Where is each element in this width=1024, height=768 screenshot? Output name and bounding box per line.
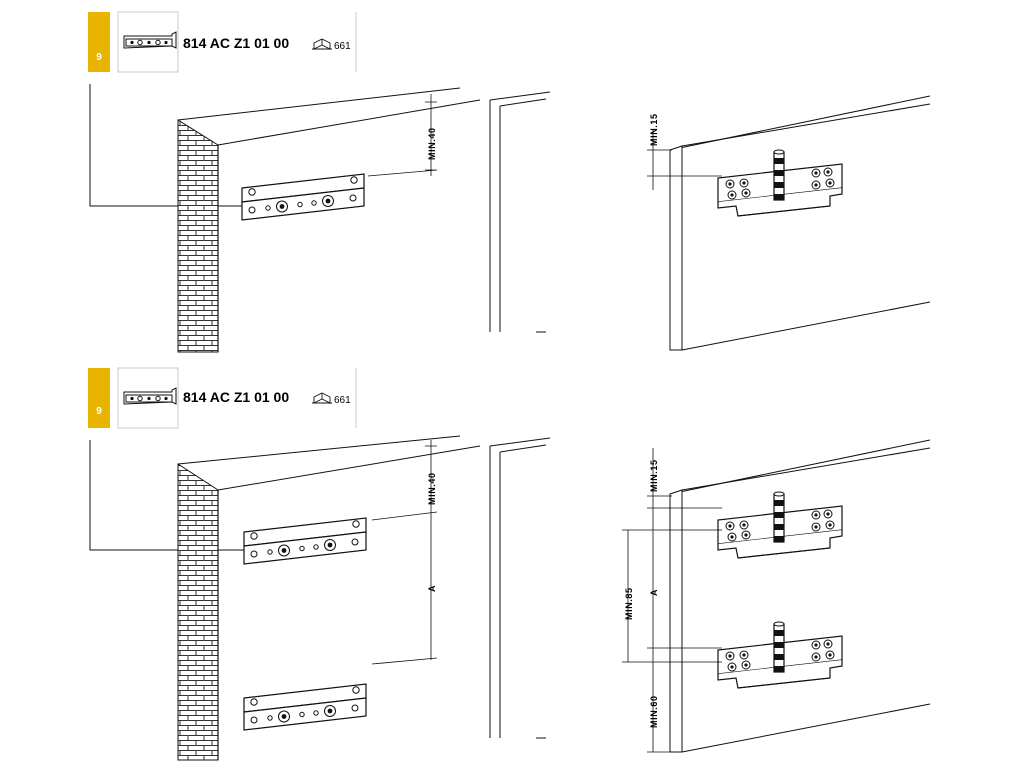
leader-line — [89, 84, 250, 207]
svg-text:MIN.15: MIN.15 — [649, 459, 659, 492]
svg-text:A: A — [427, 585, 437, 592]
hinge-plate-icon — [117, 367, 179, 429]
door-panel — [669, 439, 931, 753]
page-reference: 661 — [334, 41, 351, 52]
dimension-a: A — [371, 514, 438, 665]
dimension-min40: MIN.40 — [371, 440, 438, 521]
part-code: 814 AC Z1 01 00 — [183, 389, 289, 405]
dimension-min40: MIN.40 — [367, 94, 438, 177]
leader-line — [89, 440, 250, 551]
dimension-a: A — [647, 508, 722, 649]
svg-text:MIN.85: MIN.85 — [624, 587, 634, 620]
panel-2: 9 814 AC Z1 01 00 661 MIN.40 A — [88, 367, 931, 761]
part-code: 814 AC Z1 01 00 — [183, 35, 289, 51]
door-panel — [669, 95, 931, 351]
book-reference-icon — [311, 38, 333, 50]
dimension-min15: MIN.15 — [647, 113, 722, 190]
svg-text:MIN.40: MIN.40 — [427, 127, 437, 160]
dimension-min60: MIN.60 — [647, 648, 672, 753]
wall — [177, 435, 551, 761]
step-number: 9 — [96, 52, 102, 63]
svg-text:MIN.40: MIN.40 — [427, 472, 437, 505]
hinge-plate-icon — [117, 11, 179, 73]
wall-plate — [241, 173, 365, 221]
dimension-min15: MIN.15 — [647, 448, 722, 509]
wall-plate-bottom — [243, 683, 367, 731]
step-badge — [88, 12, 110, 72]
book-reference-icon — [311, 392, 333, 404]
dimension-min85: MIN.85 — [622, 529, 722, 663]
door-hinge — [717, 149, 843, 217]
door-hinge-bottom — [717, 621, 843, 689]
door-hinge-top — [717, 491, 843, 559]
wall — [177, 87, 551, 353]
svg-text:A: A — [649, 589, 659, 596]
panel-1: 9 814 AC Z1 01 00 661 MIN.40 — [88, 11, 931, 353]
step-badge — [88, 368, 110, 428]
step-number: 9 — [96, 406, 102, 417]
page-reference: 661 — [334, 395, 351, 406]
svg-text:MIN.15: MIN.15 — [649, 113, 659, 146]
svg-text:MIN.60: MIN.60 — [649, 695, 659, 728]
wall-plate-top — [243, 517, 367, 565]
